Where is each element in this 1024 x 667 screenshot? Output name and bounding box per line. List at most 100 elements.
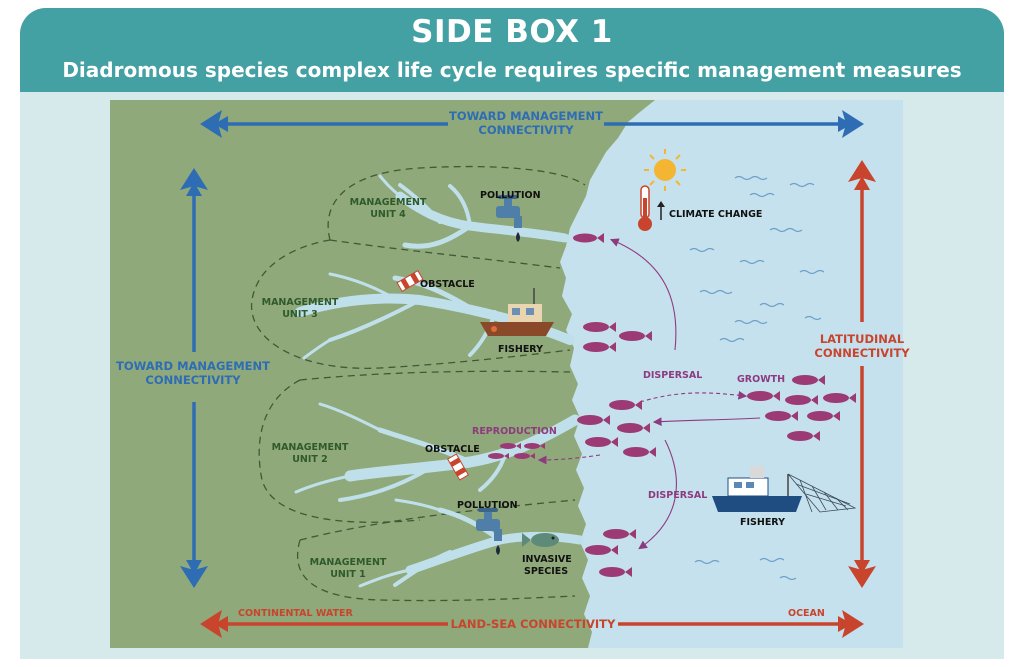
growth-label: GROWTH [737, 374, 785, 385]
arrow-up-icon [186, 182, 202, 196]
fish [573, 233, 597, 243]
dispersal-arrow-bottom [638, 439, 677, 550]
unit-3-boundary [250, 239, 571, 369]
fish [792, 375, 818, 385]
unit-4-label-line2: UNIT 4 [370, 209, 406, 220]
faucet-icon-top [496, 195, 522, 242]
fish [765, 411, 791, 421]
fin-icon-bottom-left [200, 610, 222, 638]
unit-3-top [329, 239, 561, 269]
right-axis-label-line1: LATITUDINAL [820, 332, 905, 346]
subtitle: Diadromous species complex life cycle re… [62, 58, 962, 82]
dispersal-label-bottom: DISPERSAL [648, 490, 707, 501]
land-sea-axes [228, 190, 864, 626]
reproduction-arrow [537, 454, 601, 465]
fish [514, 453, 530, 459]
management-axis-heads [186, 116, 852, 574]
fin-icon-right-top [848, 160, 876, 182]
fish [785, 395, 811, 405]
management-axes [192, 122, 838, 560]
ocean-label: OCEAN [788, 608, 825, 619]
unit-3-label-line1: MANAGEMENT [262, 297, 339, 308]
fish [500, 443, 516, 449]
arrow-up-icon [657, 201, 665, 220]
fish [583, 322, 609, 332]
header-banner [20, 8, 1004, 92]
fish [619, 331, 645, 341]
fish [623, 447, 649, 457]
ocean-waves [689, 175, 825, 581]
rivers [294, 174, 585, 588]
fin-icon-top-right [842, 110, 864, 138]
invasive-label-line1: INVASIVE [522, 554, 572, 565]
arrow-right-icon [838, 616, 852, 632]
barrier-icon-mid [446, 453, 470, 481]
fish [585, 437, 611, 447]
continental-water-label: CONTINENTAL WATER [238, 608, 353, 619]
left-axis-label-line1: TOWARD MANAGEMENT [116, 359, 270, 373]
land-sea-axis-heads [214, 176, 870, 632]
fin-ornaments-blue [180, 110, 864, 588]
left-axis-label-line2: CONNECTIVITY [145, 373, 241, 387]
pollution-label-bottom: POLLUTION [457, 500, 518, 511]
fish-group [488, 233, 856, 577]
fish [609, 400, 635, 410]
fishing-boat-icon [480, 288, 554, 336]
obstacle-label-top: OBSTACLE [420, 279, 475, 290]
fish [617, 423, 643, 433]
unit-1-boundary [296, 539, 576, 602]
barrier-icon-top [396, 269, 424, 293]
faucet-icon-bottom [476, 508, 502, 555]
reproduction-label: REPRODUCTION [472, 426, 557, 437]
arrow-left-icon [214, 616, 228, 632]
unit-4-label-line1: MANAGEMENT [350, 197, 427, 208]
fish [599, 567, 625, 577]
invasive-label-line2: SPECIES [524, 566, 568, 577]
fish [577, 415, 603, 425]
top-axis-label-line1: TOWARD MANAGEMENT [449, 109, 603, 123]
invasive-fish-icon [522, 533, 559, 547]
trawl-net-icon [787, 473, 857, 513]
unit-1-label-line1: MANAGEMENT [310, 557, 387, 568]
top-axis-label-line2: CONNECTIVITY [478, 123, 574, 137]
process-arrows [537, 238, 761, 550]
unit-2-label-line2: UNIT 2 [292, 454, 328, 465]
dispersal-label-top: DISPERSAL [643, 370, 702, 381]
arrow-down-icon [854, 560, 870, 574]
unit-2-label-line1: MANAGEMENT [272, 442, 349, 453]
sun-icon [644, 149, 686, 191]
arrow-left-icon [214, 116, 228, 132]
right-axis-label-line2: CONNECTIVITY [814, 346, 910, 360]
fish [807, 411, 833, 421]
dispersal-arrow-top [609, 238, 677, 351]
arrow-down-icon [186, 560, 202, 574]
unit-1-label-line2: UNIT 1 [330, 569, 366, 580]
arrow-up-icon [854, 176, 870, 190]
fishery-label-ocean: FISHERY [740, 517, 785, 528]
fish [524, 443, 540, 449]
unit-2-boundary [258, 379, 421, 523]
unit-4-boundary [327, 165, 586, 241]
fishery-label-river: FISHERY [498, 344, 543, 355]
return-arrow [652, 417, 761, 427]
fish [747, 391, 773, 401]
fin-icon-left-top [180, 168, 208, 190]
bottom-axis-label: LAND-SEA CONNECTIVITY [451, 617, 616, 631]
fish [585, 545, 611, 555]
pollution-label-top: POLLUTION [480, 190, 541, 201]
fin-icon-top-left [200, 110, 222, 138]
fin-icon-right-bottom [848, 566, 876, 588]
fish [603, 529, 629, 539]
thermometer-icon [638, 185, 652, 231]
fish [787, 431, 813, 441]
title: SIDE BOX 1 [411, 14, 613, 50]
fish [823, 393, 849, 403]
arrow-right-icon [838, 116, 852, 132]
unit-boundaries [250, 165, 586, 602]
climate-change-label: CLIMATE CHANGE [669, 209, 762, 220]
obstacle-label-mid: OBSTACLE [425, 444, 480, 455]
fin-ornaments-red [200, 160, 876, 638]
unit-3-label-line2: UNIT 3 [282, 309, 318, 320]
fin-icon-bottom-right [842, 610, 864, 638]
